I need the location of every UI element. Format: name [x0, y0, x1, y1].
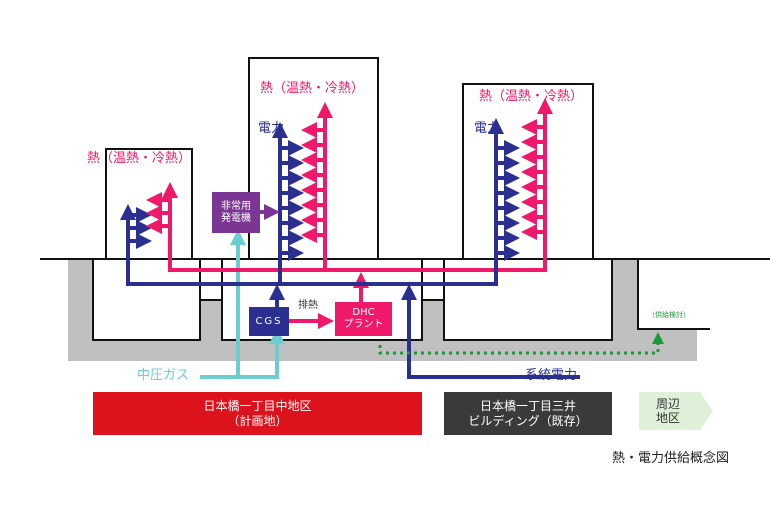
- future-supply-label: （供給検討）: [648, 311, 690, 319]
- legend-planned-line1: 日本橋一丁目中地区: [203, 399, 312, 414]
- right-heat-label: 熱（温熱・冷熱）: [479, 89, 584, 104]
- legend-existing-building: 日本橋一丁目三井 ビルディング（既存）: [444, 392, 612, 435]
- diagram-title: 熱・電力供給概念図: [612, 451, 730, 466]
- branch-arrows: [120, 98, 553, 261]
- basement-left: [92, 258, 201, 341]
- future-supply-line: [378, 332, 664, 355]
- legend-existing-line2: ビルディング（既存）: [468, 413, 588, 428]
- basement-gap-right: [421, 258, 445, 301]
- dhc-line2: プラント: [343, 319, 384, 330]
- emergency-generator-line2: 発電機: [221, 212, 251, 224]
- legend-surrounding-line2: 地区: [655, 411, 680, 425]
- legend-existing-line1: 日本橋一丁目三井: [479, 399, 576, 414]
- cgs-box: CGS: [249, 307, 289, 336]
- left-heat-label: 熱（温熱・冷熱）: [87, 151, 192, 166]
- emergency-generator-line1: 非常用: [221, 200, 251, 212]
- dhc-plant-box: DHC プラント: [335, 302, 392, 336]
- dhc-line1: DHC: [352, 307, 375, 318]
- gas-supply-label: 中圧ガス: [137, 368, 190, 383]
- basement-gap-left: [199, 258, 223, 301]
- cgs-label: CGS: [255, 315, 283, 327]
- center-power-label: 電力: [258, 121, 285, 136]
- center-heat-label: 熱（温熱・冷熱）: [260, 81, 365, 96]
- gas-lines: [200, 229, 285, 379]
- waste-heat-label: 排熱: [298, 300, 318, 311]
- legend-planned-site: 日本橋一丁目中地区 （計画地）: [93, 392, 422, 435]
- building-right: [462, 83, 594, 260]
- underground-area: [68, 260, 697, 361]
- legend-surrounding-area: 周辺 地区: [639, 392, 697, 430]
- grid-power-label: 系統電力: [525, 368, 578, 383]
- legend-planned-line2: （計画地）: [227, 413, 288, 428]
- surrounding-basement: [637, 259, 710, 330]
- right-power-label: 電力: [474, 121, 501, 136]
- emergency-generator-box: 非常用 発電機: [212, 192, 260, 233]
- legend-surrounding-line1: 周辺: [655, 396, 680, 411]
- surrounding-area-arrow: [639, 392, 713, 430]
